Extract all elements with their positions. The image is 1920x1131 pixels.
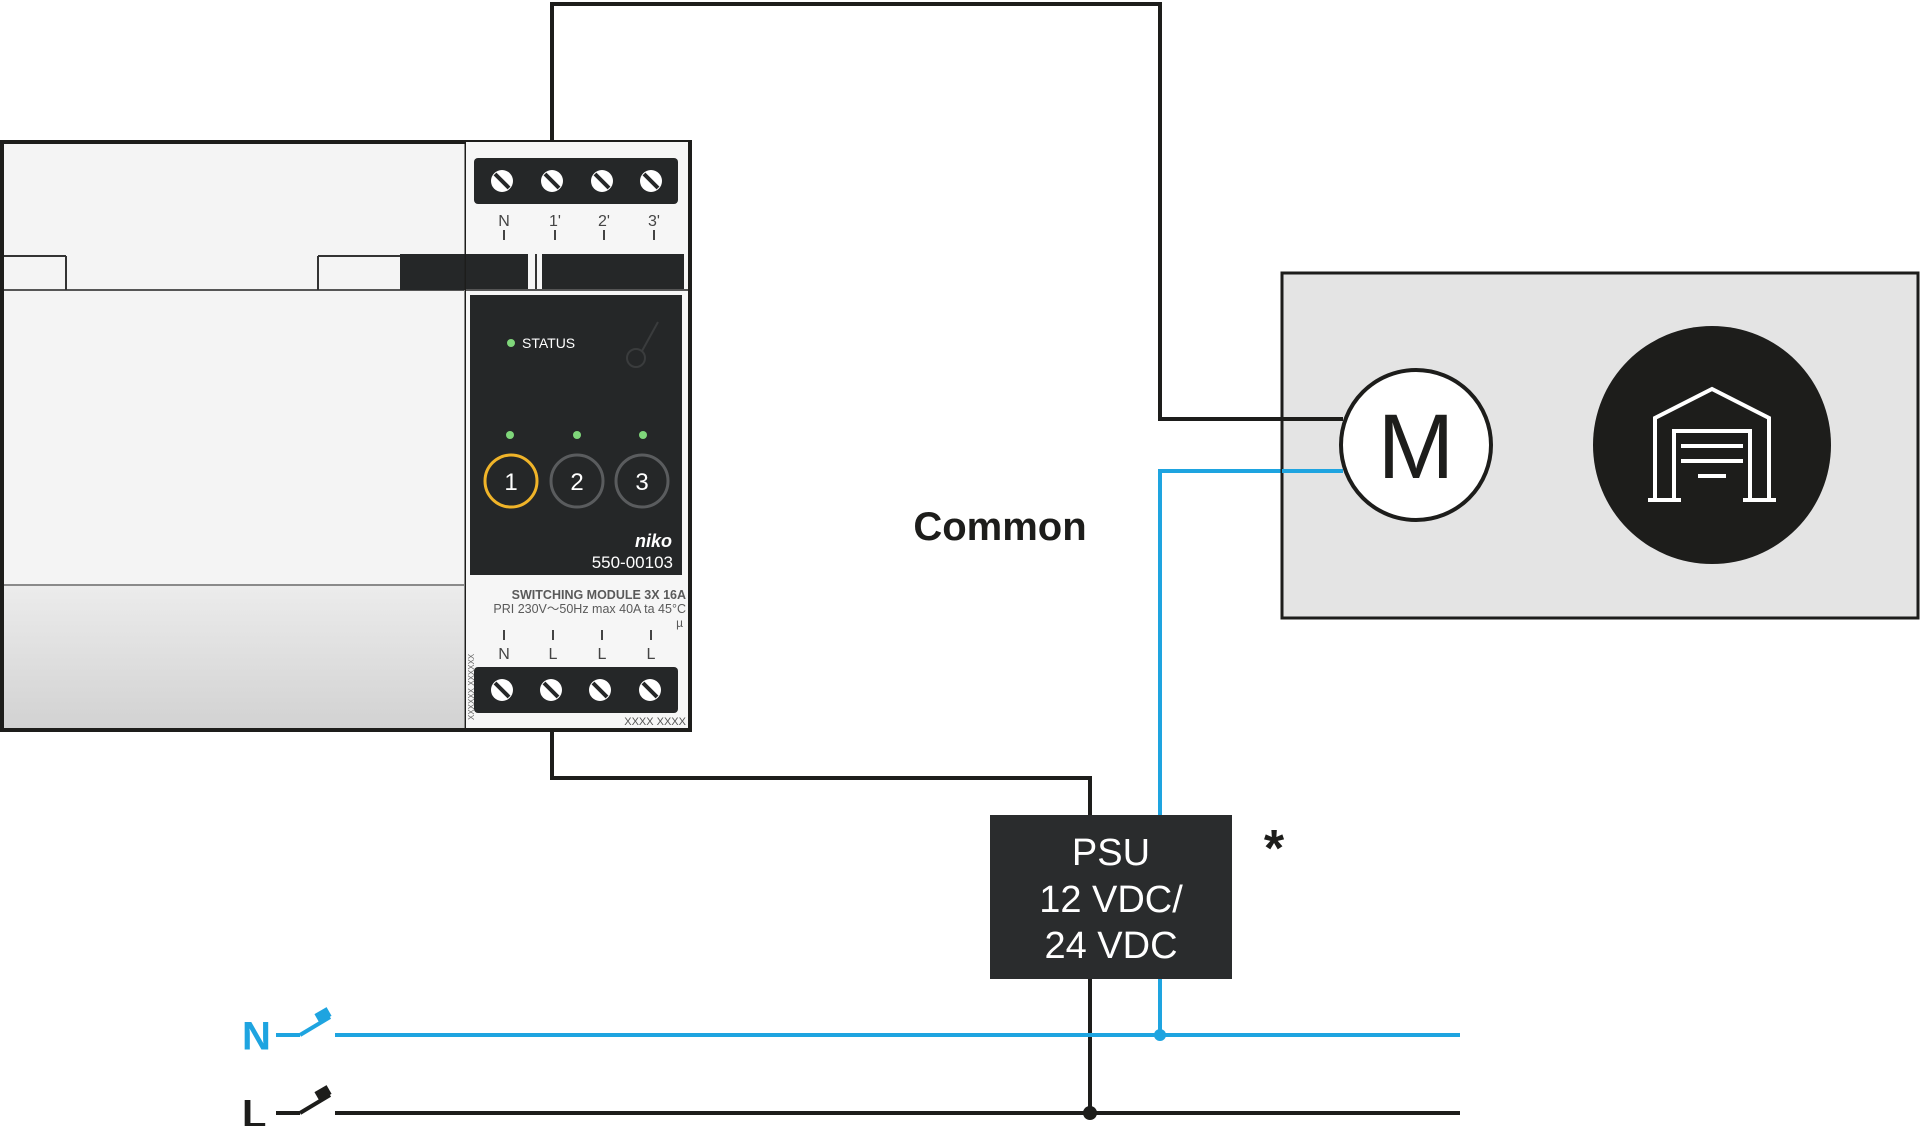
- mains-n: N: [242, 1007, 332, 1059]
- channel-button-3-label: 3: [635, 469, 648, 496]
- bottom-label-l2: L: [598, 646, 607, 663]
- product-line: SWITCHING MODULE 3X 16A: [512, 588, 686, 602]
- terminal-screw[interactable]: [491, 679, 513, 701]
- psu-footnote-marker: *: [1264, 820, 1285, 878]
- junction-l: [1083, 1106, 1097, 1120]
- channel-button-2-label: 2: [570, 469, 583, 496]
- terminal-screw[interactable]: [639, 679, 661, 701]
- terminal-screw[interactable]: [640, 170, 662, 192]
- garage-door-unit: M: [1280, 271, 1920, 620]
- motor-symbol: M: [1339, 368, 1493, 522]
- motor-label: M: [1378, 396, 1455, 498]
- top-terminal-block: [474, 158, 678, 204]
- terminal-screw[interactable]: [589, 679, 611, 701]
- side-code: XXXXXX XXXXXX: [467, 653, 476, 720]
- brand-logo: niko: [635, 531, 672, 551]
- terminal-screw[interactable]: [541, 170, 563, 192]
- terminal-label-2: 2': [598, 213, 610, 230]
- psu-line-2: 12 VDC/: [1039, 879, 1183, 921]
- reset-knob-icon: [626, 321, 659, 368]
- junction-n: [1154, 1029, 1166, 1041]
- bottom-terminal-labels: N L L L: [498, 630, 656, 663]
- bottom-label-l1: L: [549, 646, 558, 663]
- terminal-label-n: N: [498, 213, 510, 230]
- micro-symbol: µ: [676, 616, 683, 630]
- garage-door-icon: [1593, 326, 1831, 564]
- terminal-screw[interactable]: [491, 170, 513, 192]
- terminal-label-1: 1': [549, 213, 561, 230]
- black-wires: [335, 2, 1460, 1115]
- mains-l: L: [242, 1085, 332, 1131]
- psu-line-1: PSU: [1072, 832, 1150, 874]
- channel-button-3[interactable]: 3: [614, 453, 670, 509]
- wire-output-to-motor: [550, 2, 1343, 421]
- wire-module-to-psu: [550, 730, 1092, 815]
- spec-line: PRI 230V～50Hz max 40A ta 45°C: [493, 602, 686, 616]
- mains-n-label: N: [242, 1015, 271, 1059]
- channel-button-1-label: 1: [504, 469, 517, 496]
- status-label: STATUS: [522, 335, 575, 351]
- switch-icon: [276, 1085, 332, 1115]
- top-screws: [491, 170, 662, 192]
- channel-leds: [506, 431, 647, 439]
- serial-number: XXXX XXXX: [624, 716, 686, 728]
- status-led: [507, 339, 515, 347]
- switching-module: N 1' 2' 3' STATUS: [466, 142, 688, 728]
- common-label: Common: [913, 505, 1086, 549]
- psu-line-3: 24 VDC: [1044, 925, 1177, 967]
- model-number: 550-00103: [592, 553, 673, 572]
- channel-button-1[interactable]: 1: [483, 453, 539, 509]
- bottom-label-l3: L: [647, 646, 656, 663]
- psu-box: PSU 12 VDC/ 24 VDC: [990, 815, 1232, 979]
- switch-icon: [276, 1007, 332, 1037]
- terminal-label-3: 3': [648, 213, 660, 230]
- terminal-screw[interactable]: [591, 170, 613, 192]
- bottom-screws: [491, 679, 661, 701]
- terminal-screw[interactable]: [540, 679, 562, 701]
- mains-l-label: L: [242, 1093, 266, 1126]
- channel-button-2[interactable]: 2: [549, 453, 605, 509]
- bottom-terminal-block: [474, 667, 678, 713]
- bottom-label-n: N: [498, 646, 510, 663]
- top-terminal-labels: N 1' 2' 3': [498, 213, 660, 240]
